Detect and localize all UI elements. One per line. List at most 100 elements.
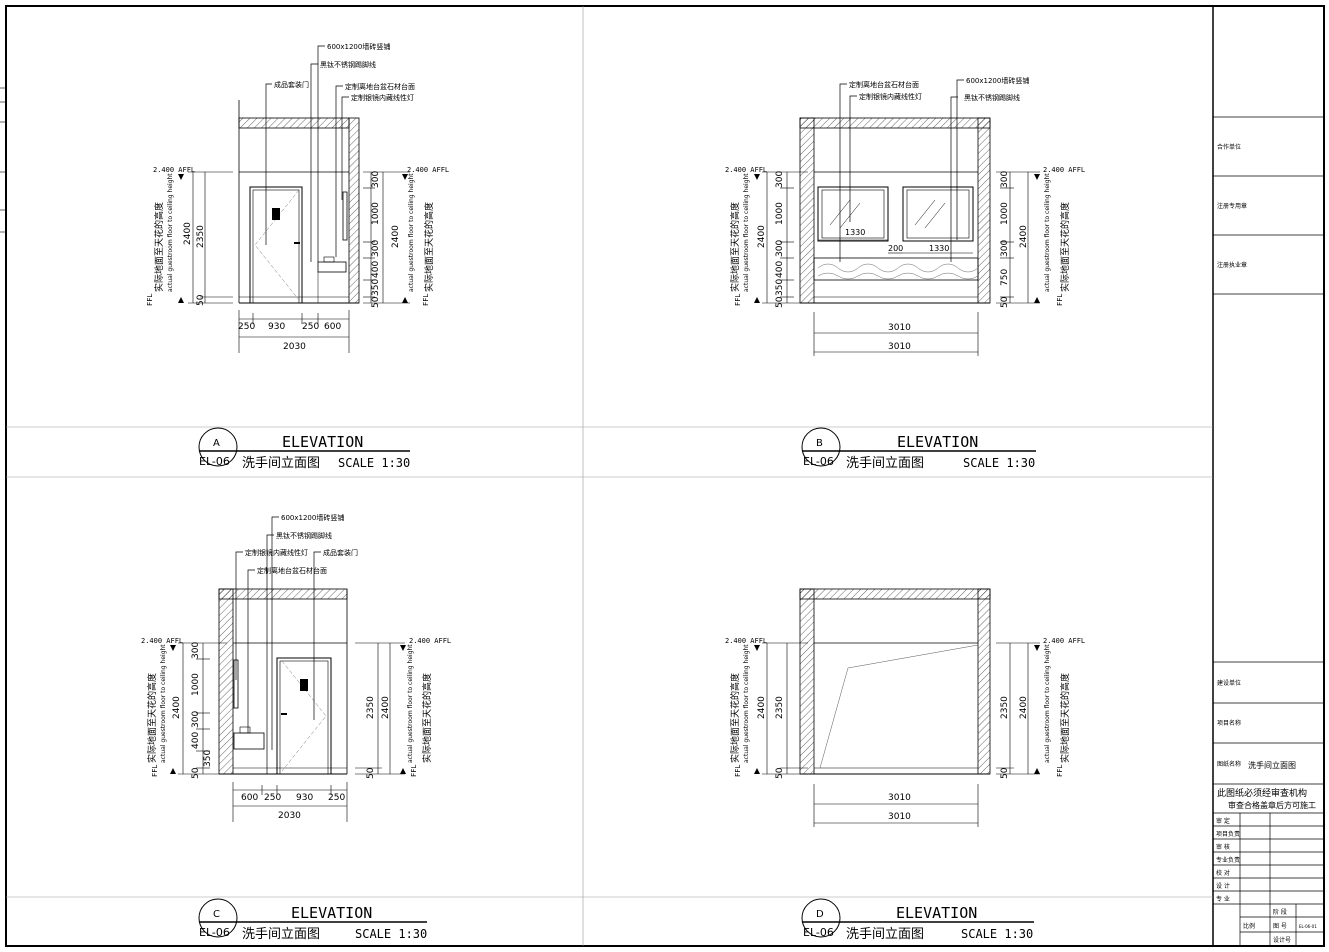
dim-b-r50: 50 [1000, 296, 1010, 308]
anno-tile-b: 600x1200墙砖竖铺 [966, 76, 1029, 85]
dim-a-2350: 2350 [196, 225, 206, 248]
height-en-b-l: actual guestroom floor to ceiling height [743, 173, 750, 292]
dim-a-r50: 50 [371, 296, 381, 308]
tb-designer-label: 设计号 [1273, 936, 1291, 944]
elevation-d: 2.400 AFFL FFL 实际地面至天花的高度 actual guestro… [725, 588, 1085, 827]
caption-a-subtitle: 洗手间立面图 [242, 456, 320, 471]
caption-a: A EL-06 ELEVATION 洗手间立面图 SCALE 1:30 [198, 427, 410, 471]
dim-b-r750: 750 [1000, 269, 1010, 286]
caption-d-scale: SCALE 1:30 [961, 927, 1033, 941]
anno-door-c: 成品套装门 [323, 548, 358, 557]
ffl-d-left: FFL [734, 764, 742, 777]
ffl-c-right: FFL [410, 764, 418, 777]
caption-a-heading: ELEVATION [282, 433, 363, 451]
dim-a-r2400: 2400 [391, 225, 401, 248]
dim-c-b930: 930 [296, 793, 313, 803]
elevation-b: 定制离地台盆石材台面 定制银镜内藏线性灯 600x1200墙砖竖铺 黑钛不锈钢踢… [725, 76, 1085, 356]
dim-d-r2400: 2400 [1019, 696, 1029, 719]
dim-a-r400: 400 [371, 261, 381, 278]
caption-c-sheet: EL-06 [199, 926, 230, 939]
height-note-cn-r: 实际地面至天花的高度 [423, 202, 435, 292]
tb-scale-label: 比例 [1243, 922, 1255, 930]
height-cn-d-l: 实际地面至天花的高度 [729, 673, 741, 763]
caption-d-subtitle: 洗手间立面图 [846, 927, 924, 942]
tb-drawing-no: EL-06-01 [1299, 924, 1317, 929]
dim-b-m1330b: 1330 [929, 244, 949, 253]
dim-d-3010a: 3010 [888, 793, 911, 803]
dim-a-b250b: 250 [302, 322, 319, 332]
height-en-c-l: actual guestroom floor to ceiling height [160, 644, 167, 763]
dim-d-l2400: 2400 [757, 696, 767, 719]
anno-skirting-b: 黑钛不锈钢踢脚线 [964, 93, 1020, 102]
dim-b-l1000: 1000 [775, 202, 785, 225]
afl-b-right: 2.400 AFFL [1043, 166, 1085, 174]
dim-a-r300b: 300 [371, 240, 381, 257]
dim-a-b930: 930 [268, 322, 285, 332]
ffl-b-right: FFL [1056, 293, 1064, 306]
dim-c-l300: 300 [191, 642, 201, 659]
dim-d-r50: 50 [1000, 767, 1010, 779]
dim-b-3010b: 3010 [888, 342, 911, 352]
afl-c-left: 2.400 AFFL [141, 637, 183, 645]
tb-review-note-2: 审查合格盖章后方可施工 [1228, 800, 1316, 810]
caption-a-sheet: EL-06 [199, 455, 230, 468]
dim-b-l400: 400 [775, 261, 785, 278]
height-note-cn: 实际地面至天花的高度 [153, 202, 165, 292]
title-block [1213, 116, 1324, 946]
anno-counter-b: 定制离地台盆石材台面 [849, 80, 919, 89]
tb-project-name: 项目名称 [1217, 719, 1241, 727]
anno-counter-c: 定制离地台盆石材台面 [257, 566, 327, 575]
dim-a-b250: 250 [238, 322, 255, 332]
caption-c-subtitle: 洗手间立面图 [242, 927, 320, 942]
tb-drawing-name-label: 图纸名称 [1217, 760, 1241, 768]
edge-ticks [0, 87, 6, 233]
dim-a-b600: 600 [324, 322, 341, 332]
dim-b-l300b: 300 [775, 240, 785, 257]
dim-c-total: 2030 [278, 811, 301, 821]
tb-construction-unit: 建设单位 [1217, 679, 1241, 687]
dim-a-r300: 300 [371, 171, 381, 188]
tb-review-note-1: 此图纸必须经审查机构 [1217, 787, 1307, 799]
afl-c-right: 2.400 AFFL [409, 637, 451, 645]
dim-a-total: 2030 [283, 342, 306, 352]
elevation-a: 成品套装门 600x1200墙砖竖铺 黑钛不锈钢踢脚线 定制离地台盆石材台面 定… [146, 42, 449, 353]
ffl-right: FFL [422, 293, 430, 306]
tb-cooperation-unit: 合作单位 [1217, 143, 1241, 151]
height-cn-b-l: 实际地面至天花的高度 [729, 202, 741, 292]
tb-row-discipline-lead: 专业负责 [1216, 856, 1240, 864]
caption-b-subtitle: 洗手间立面图 [846, 456, 924, 471]
dim-b-r300b: 300 [1000, 240, 1010, 257]
dim-c-b250b: 250 [328, 793, 345, 803]
tb-seal-registered: 注册专用章 [1217, 202, 1247, 210]
afl-marker-right: 2.400 AFFL [407, 166, 449, 174]
dim-d-l2350: 2350 [775, 696, 785, 719]
dim-b-r2400: 2400 [1019, 225, 1029, 248]
tb-row-check: 校 对 [1216, 869, 1230, 877]
height-en-d-l: actual guestroom floor to ceiling height [743, 644, 750, 763]
tb-row-approve: 审 定 [1216, 817, 1230, 825]
caption-d: D EL-06 ELEVATION 洗手间立面图 SCALE 1:30 [801, 898, 1034, 942]
tb-drawing-name: 洗手间立面图 [1248, 760, 1296, 770]
anno-mirror-b: 定制银镜内藏线性灯 [859, 92, 922, 101]
height-cn-c-l: 实际地面至天花的高度 [146, 673, 158, 763]
anno-counter: 定制离地台盆石材台面 [345, 82, 415, 91]
tb-drawing-no-label: 图 号 [1273, 923, 1287, 930]
afl-marker-left: 2.400 AFFL [153, 166, 195, 174]
tb-row-review: 审 核 [1216, 843, 1230, 851]
dim-c-l300b: 300 [191, 711, 201, 728]
caption-b: B EL-06 ELEVATION 洗手间立面图 SCALE 1:30 [801, 427, 1036, 471]
dim-b-m200: 200 [888, 244, 903, 253]
height-cn-d-r: 实际地面至天花的高度 [1059, 673, 1071, 763]
afl-d-right: 2.400 AFFL [1043, 637, 1085, 645]
afl-b-left: 2.400 AFFL [725, 166, 767, 174]
dim-c-l2400: 2400 [172, 696, 182, 719]
caption-b-heading: ELEVATION [897, 433, 978, 451]
dim-d-3010b: 3010 [888, 812, 911, 822]
caption-d-sheet: EL-06 [803, 926, 834, 939]
anno-tile-c: 600x1200墙砖竖铺 [281, 513, 344, 522]
caption-c: C EL-06 ELEVATION 洗手间立面图 SCALE 1:30 [198, 898, 427, 942]
dim-a-r350: 350 [371, 279, 381, 296]
height-note-en-r: actual guestroom floor to ceiling height [408, 173, 415, 292]
elevation-c: 600x1200墙砖竖铺 黑钛不锈钢踢脚线 定制银镜内藏线性灯 成品套装门 定制… [141, 513, 451, 822]
ffl-left: FFL [146, 293, 154, 306]
